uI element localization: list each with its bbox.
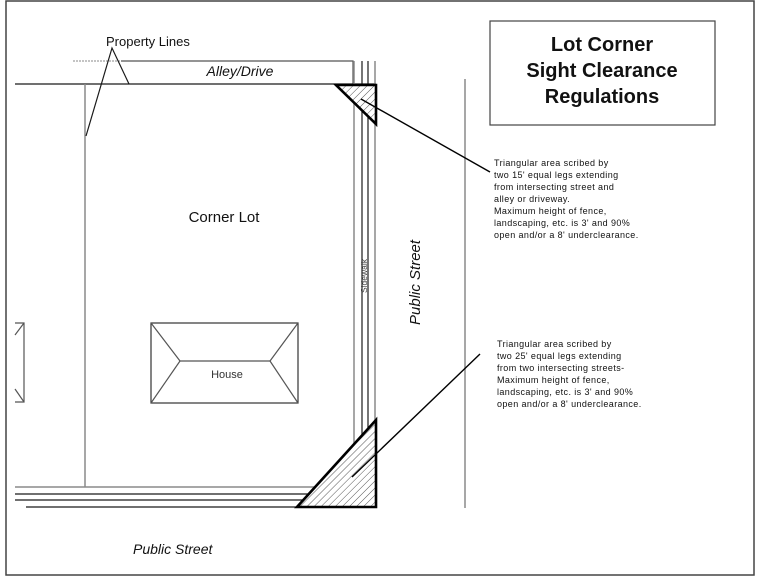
alley-label: Alley/Drive [206,63,274,79]
title-line-1: Lot Corner [551,34,653,56]
note2-line-3: from two intersecting streets- [497,363,625,373]
property-lines: Property Lines [15,34,376,487]
title-line-2: Sight Clearance [526,60,677,82]
street-triangle-note: Triangular area scribed by two 25' equal… [497,339,642,409]
bottom-street-label: Public Street [133,541,213,557]
alley-triangle-note: Triangular area scribed by two 15' equal… [494,158,639,240]
corner-lot-label: Corner Lot [189,209,261,226]
note1-line-4: alley or driveway. [494,194,570,204]
roof-hip-4 [269,360,299,404]
roof-hip-3 [269,322,299,362]
title-box: Lot Corner Sight Clearance Regulations [489,20,716,126]
neighbor-roof-line-2 [14,388,25,403]
note1-line-5: Maximum height of fence, [494,206,607,216]
note1-line-2: two 15' equal legs extending [494,170,619,180]
note1-line-6: landscaping, etc. is 3' and 90% [494,218,630,228]
note1-line-7: open and/or a 8' underclearance. [494,230,639,240]
house-label: House [211,369,243,381]
sidewalk-label: Sidewalk [359,258,369,293]
neighbor-roof-line-1 [14,322,25,336]
roof-hip-1 [150,322,181,362]
side-street-label: Public Street [407,239,424,325]
neighbor-house-outline [15,322,25,403]
note2-line-5: landscaping, etc. is 3' and 90% [497,387,633,397]
house: House [150,322,299,404]
property-lines-label: Property Lines [106,34,190,49]
note1-line-1: Triangular area scribed by [494,158,609,168]
note1-line-3: from intersecting street and [494,182,614,192]
title-line-3: Regulations [545,86,659,108]
alley-drive: Alley/Drive [73,60,354,84]
roof-hip-2 [150,360,181,404]
alley-sight-triangle [332,83,378,128]
street-note-leader [351,353,481,478]
note2-line-4: Maximum height of fence, [497,375,610,385]
note2-line-2: two 25' equal legs extending [497,351,622,361]
house-outline [150,322,299,404]
note2-line-1: Triangular area scribed by [497,339,612,349]
alley-note-leader [360,98,491,173]
note2-line-6: open and/or a 8' underclearance. [497,399,642,409]
street-sight-triangle [294,416,378,509]
alley-edge-line [121,60,354,84]
neighbor-house-partial [14,322,25,403]
property-lines-leader [85,46,130,137]
title-box-border [489,20,716,126]
